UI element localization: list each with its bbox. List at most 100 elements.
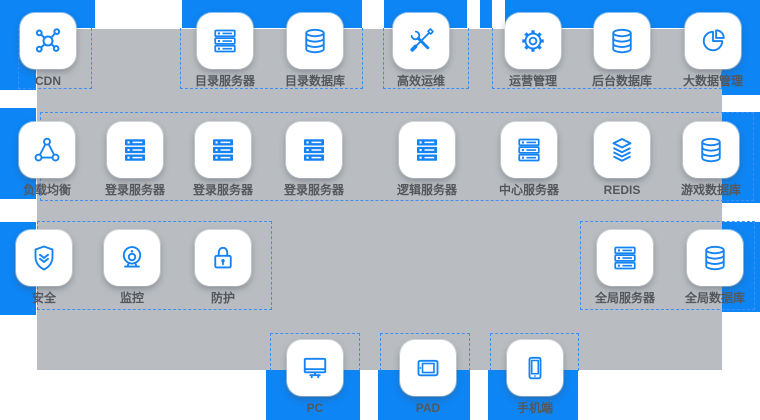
gear-icon: [518, 26, 548, 56]
node-mobile-client: 手机端: [491, 340, 579, 415]
group-outline-mobile: [490, 333, 579, 371]
node-label: 防护: [210, 291, 235, 305]
node-login-server-3: 登录服务器: [270, 122, 358, 197]
node-backend-database: 后台数据库: [578, 13, 666, 88]
node-label: 中心服务器: [498, 183, 559, 197]
node-redis: REDIS: [578, 122, 666, 197]
login-server-3-card: [286, 122, 342, 178]
node-global-server: 全局服务器: [581, 230, 669, 305]
node-efficient-ops: 高效运维: [377, 13, 465, 88]
load-balancer-card: [19, 122, 75, 178]
redis-card: [594, 122, 650, 178]
login-server-2-card: [195, 122, 251, 178]
lock-icon: [208, 243, 238, 273]
node-protection: 防护: [179, 230, 267, 305]
logic-server-card: [399, 122, 455, 178]
node-login-server-1: 登录服务器: [91, 122, 179, 197]
server-icon: [210, 26, 240, 56]
node-monitoring: 监控: [88, 230, 176, 305]
security-card: [16, 230, 72, 286]
node-label: REDIS: [603, 183, 641, 197]
node-security: 安全: [0, 230, 88, 305]
database-icon: [607, 26, 637, 56]
server-filled-icon: [208, 135, 238, 165]
node-login-server-2: 登录服务器: [179, 122, 267, 197]
node-pad-client: PAD: [384, 340, 472, 415]
group-outline-directory: [180, 28, 363, 89]
server-icon: [514, 135, 544, 165]
shield-icon: [29, 243, 59, 273]
group-outline-pad: [380, 333, 470, 371]
node-label: 负载均衡: [22, 183, 71, 197]
node-label: 目录数据库: [284, 74, 345, 88]
protection-card: [195, 230, 251, 286]
server-filled-icon: [120, 135, 150, 165]
node-load-balancer: 负载均衡: [3, 122, 91, 197]
node-directory-database: 目录数据库: [271, 13, 359, 88]
server-icon: [610, 243, 640, 273]
node-label: 全局数据库: [684, 291, 745, 305]
efficient-ops-card: [393, 13, 449, 69]
diagram-canvas: [37, 29, 722, 370]
blue-bar: [480, 0, 492, 28]
group-outline-pc: [270, 333, 360, 371]
server-filled-icon: [299, 135, 329, 165]
mobile-client-card: [507, 340, 563, 396]
pad-icon: [413, 353, 443, 383]
game-database-card: [683, 122, 739, 178]
node-label: 游戏数据库: [680, 183, 741, 197]
database-icon: [700, 243, 730, 273]
node-label: 大数据管理: [682, 74, 743, 88]
phone-icon: [520, 353, 550, 383]
node-label: PAD: [415, 401, 441, 415]
cdn-card: [20, 13, 76, 69]
node-label: 登录服务器: [283, 183, 344, 197]
node-label: 后台数据库: [591, 74, 652, 88]
login-server-1-card: [107, 122, 163, 178]
group-outline-global: [580, 221, 755, 310]
cdn-icon: [33, 26, 63, 56]
tools-icon: [406, 26, 436, 56]
group-outline-cdn: [18, 28, 92, 89]
node-big-data-management: 大数据管理: [669, 13, 757, 88]
pie-chart-icon: [698, 26, 728, 56]
center-server-card: [501, 122, 557, 178]
node-label: 监控: [119, 291, 144, 305]
node-operations-management: 运营管理: [489, 13, 577, 88]
node-logic-server: 逻辑服务器: [383, 122, 471, 197]
pc-icon: [300, 353, 330, 383]
big-data-management-card: [685, 13, 741, 69]
global-server-card: [597, 230, 653, 286]
node-global-database: 全局数据库: [671, 230, 759, 305]
node-label: CDN: [35, 74, 61, 88]
node-center-server: 中心服务器: [485, 122, 573, 197]
node-pc-client: PC: [271, 340, 359, 415]
server-filled-icon: [412, 135, 442, 165]
redis-icon: [607, 135, 637, 165]
node-label: 高效运维: [396, 74, 445, 88]
pc-client-card: [287, 340, 343, 396]
node-label: 运营管理: [508, 74, 557, 88]
node-label: 登录服务器: [192, 183, 253, 197]
pad-client-card: [400, 340, 456, 396]
operations-management-card: [505, 13, 561, 69]
node-label: 手机端: [516, 401, 553, 415]
node-label: 登录服务器: [104, 183, 165, 197]
node-label: 安全: [31, 291, 56, 305]
webcam-icon: [117, 243, 147, 273]
load-balancer-icon: [32, 135, 62, 165]
node-directory-server: 目录服务器: [181, 13, 269, 88]
node-label: PC: [306, 401, 324, 415]
node-label: 全局服务器: [594, 291, 655, 305]
node-game-database: 游戏数据库: [667, 122, 755, 197]
node-cdn: CDN: [4, 13, 92, 88]
backend-database-card: [594, 13, 650, 69]
directory-server-card: [197, 13, 253, 69]
global-database-card: [687, 230, 743, 286]
database-icon: [696, 135, 726, 165]
monitoring-card: [104, 230, 160, 286]
group-outline-ops: [383, 28, 469, 89]
directory-database-card: [287, 13, 343, 69]
database-icon: [300, 26, 330, 56]
